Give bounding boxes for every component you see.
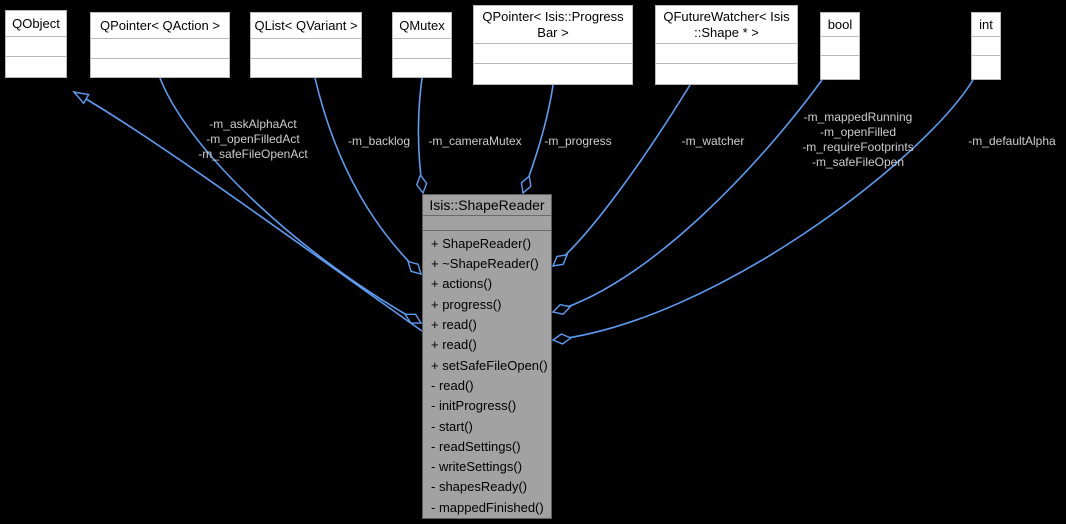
- attributes-compartment: [821, 36, 859, 55]
- edge-label-line: -m_backlog: [347, 134, 411, 148]
- edge-int-m-defaultAlpha: [553, 79, 974, 340]
- edge-label-line: -m_safeFileOpen: [811, 155, 905, 169]
- class-title: QPointer< Isis::Progress Bar >: [482, 9, 624, 40]
- edge-label-line: -m_progress: [544, 134, 612, 148]
- edge-label-bool-members: -m_mappedRunning -m_openFilled -m_requir…: [802, 110, 913, 170]
- member-row: + ~ShapeReader(): [431, 256, 539, 272]
- member-row: + read(): [431, 337, 477, 353]
- member-row: + ShapeReader(): [431, 235, 532, 251]
- methods-compartment: [821, 55, 859, 79]
- edge-label-line: -m_watcher: [681, 134, 745, 148]
- class-title: Isis::ShapeReader: [429, 196, 545, 213]
- class-title: QList< QVariant >: [254, 17, 358, 33]
- attributes-compartment: [6, 36, 66, 56]
- edge-label-m-backlog: -m_backlog: [348, 134, 410, 149]
- edge-label-line: -m_openFilledAct: [206, 132, 300, 146]
- class-title: QObject: [12, 15, 60, 31]
- attributes-compartment: [91, 38, 229, 58]
- edge-bool-members: [553, 79, 823, 312]
- attributes-compartment: [474, 43, 632, 63]
- member-row: + progress(): [431, 296, 502, 312]
- methods-compartment: + ShapeReader() + ~ShapeReader() + actio…: [423, 229, 551, 518]
- edge-label-m-watcher: -m_watcher: [682, 134, 745, 149]
- class-box-qpointer-progressbar[interactable]: QPointer< Isis::Progress Bar >: [473, 5, 633, 85]
- methods-compartment: [6, 56, 66, 77]
- edge-label-line: -m_askAlphaAct: [209, 117, 297, 131]
- attributes-compartment: [423, 214, 551, 230]
- member-row: - writeSettings(): [431, 459, 523, 475]
- methods-compartment: [972, 55, 1000, 79]
- edge-qmutex-m-cameraMutex: [418, 77, 423, 193]
- edge-qfuturewatcher-m-watcher: [553, 84, 691, 266]
- edge-qlist-qvariant-m-backlog: [314, 77, 421, 274]
- methods-compartment: [656, 63, 797, 84]
- class-title: QFutureWatcher< Isis ::Shape * >: [663, 9, 790, 40]
- member-row: - read(): [431, 377, 474, 393]
- class-box-qmutex[interactable]: QMutex: [392, 12, 452, 78]
- edge-label-m-progress: -m_progress: [544, 134, 611, 149]
- edge-label-qaction-members: -m_askAlphaAct -m_openFilledAct -m_safeF…: [198, 117, 307, 162]
- edge-label-line: -m_openFilled: [819, 125, 897, 139]
- class-box-qobject[interactable]: QObject: [5, 10, 67, 78]
- class-box-qpointer-qaction[interactable]: QPointer< QAction >: [90, 12, 230, 78]
- attributes-compartment: [656, 43, 797, 63]
- edge-label-line: -m_cameraMutex: [428, 134, 522, 148]
- member-row: - initProgress(): [431, 398, 517, 414]
- methods-compartment: [474, 63, 632, 84]
- edge-label-line: -m_mappedRunning: [803, 110, 913, 124]
- attributes-compartment: [251, 38, 361, 58]
- class-box-bool[interactable]: bool: [820, 12, 860, 80]
- attributes-compartment: [972, 36, 1000, 55]
- class-title: bool: [827, 16, 853, 32]
- edge-qpointer-qaction-members: [159, 77, 421, 323]
- member-row: - shapesReady(): [431, 479, 528, 495]
- member-row: + actions(): [431, 276, 493, 292]
- methods-compartment: [91, 58, 229, 77]
- methods-compartment: [251, 58, 361, 77]
- class-title: int: [979, 16, 993, 32]
- class-box-qlist-qvariant[interactable]: QList< QVariant >: [250, 12, 362, 78]
- edge-label-line: -m_requireFootprints: [802, 140, 914, 154]
- edge-label-m-cameraMutex: -m_cameraMutex: [428, 134, 521, 149]
- edge-inheritance-qobject: [72, 90, 423, 332]
- member-row: - start(): [431, 418, 473, 434]
- class-box-qfuturewatcher[interactable]: QFutureWatcher< Isis ::Shape * >: [655, 5, 798, 85]
- edge-label-m-defaultAlpha: -m_defaultAlpha: [968, 134, 1055, 149]
- member-row: + setSafeFileOpen(): [431, 357, 548, 373]
- class-title: QPointer< QAction >: [100, 17, 220, 33]
- attributes-compartment: [393, 38, 451, 58]
- member-row: + read(): [431, 317, 477, 333]
- member-row: - mappedFinished(): [431, 499, 544, 515]
- edge-progressbar-m-progress: [523, 84, 554, 193]
- methods-compartment: [393, 58, 451, 77]
- class-title: QMutex: [399, 17, 445, 33]
- class-box-isis-shapereader: Isis::ShapeReader + ShapeReader() + ~Sha…: [422, 194, 552, 519]
- member-row: - readSettings(): [431, 438, 521, 454]
- edge-label-line: -m_safeFileOpenAct: [198, 147, 308, 161]
- edge-label-line: -m_defaultAlpha: [968, 134, 1056, 148]
- class-box-int[interactable]: int: [971, 12, 1001, 80]
